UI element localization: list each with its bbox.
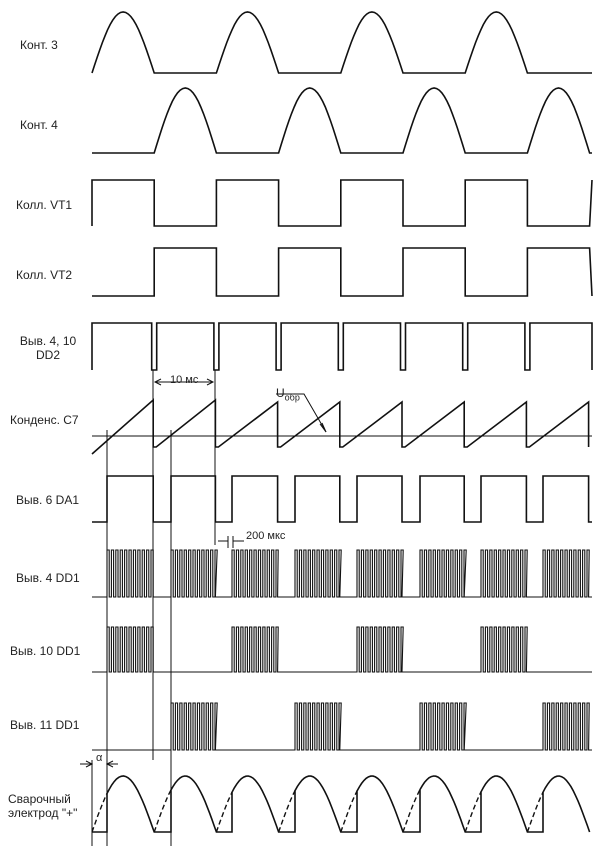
label-weld: Сварочный электрод "+" xyxy=(8,792,77,820)
kont3-waveform xyxy=(91,11,592,74)
da1-waveform xyxy=(92,475,592,523)
vt2-waveform xyxy=(92,247,593,297)
label-c7: Конденс. C7 xyxy=(10,413,79,427)
vt1-waveform xyxy=(91,179,593,227)
label-da1: Выв. 6 DA1 xyxy=(16,493,80,507)
label-kont3: Конт. 3 xyxy=(20,38,58,52)
u-obr-leader xyxy=(276,393,327,433)
label-dd2-line2: DD2 xyxy=(35,348,60,362)
pulse-period-annotation: 200 мкс xyxy=(246,530,286,542)
dd2-waveform xyxy=(91,322,593,371)
period-arrowheads xyxy=(153,378,215,386)
label-vt1: Колл. VT1 xyxy=(16,198,73,212)
weld-dashed-sine xyxy=(91,789,544,833)
label-dd1-11: Выв. 11 DD1 xyxy=(10,718,80,732)
pulse-dimension xyxy=(218,536,244,548)
dd1-11-pulse-train xyxy=(92,702,592,751)
label-dd2-line1: Выв. 4, 10 xyxy=(19,334,77,348)
u-obr-sub: обр xyxy=(284,392,300,403)
label-dd1-10: Выв. 10 DD1 xyxy=(10,644,81,658)
weld-waveform xyxy=(92,775,591,833)
u-obr-annotation: Uобр xyxy=(276,386,300,402)
dd1-10-pulse-train xyxy=(92,626,592,673)
period-annotation: 10 мс xyxy=(170,374,199,386)
alpha-annotation: α xyxy=(96,752,103,764)
alpha-dimension xyxy=(80,760,118,768)
u-obr-main: U xyxy=(276,386,285,400)
u-obr-arrowhead xyxy=(319,422,327,433)
c7-sawtooth xyxy=(91,398,590,455)
label-weld-line1: Сварочный xyxy=(8,792,71,806)
label-kont4: Конт. 4 xyxy=(20,118,58,132)
kont4-waveform xyxy=(92,87,592,154)
label-dd2: Выв. 4, 10 DD2 xyxy=(16,334,80,362)
label-vt2: Колл. VT2 xyxy=(16,268,73,282)
dd1-4-pulse-train xyxy=(92,549,592,598)
label-dd1-4: Выв. 4 DD1 xyxy=(16,571,80,585)
label-weld-line2: электрод "+" xyxy=(8,806,78,820)
